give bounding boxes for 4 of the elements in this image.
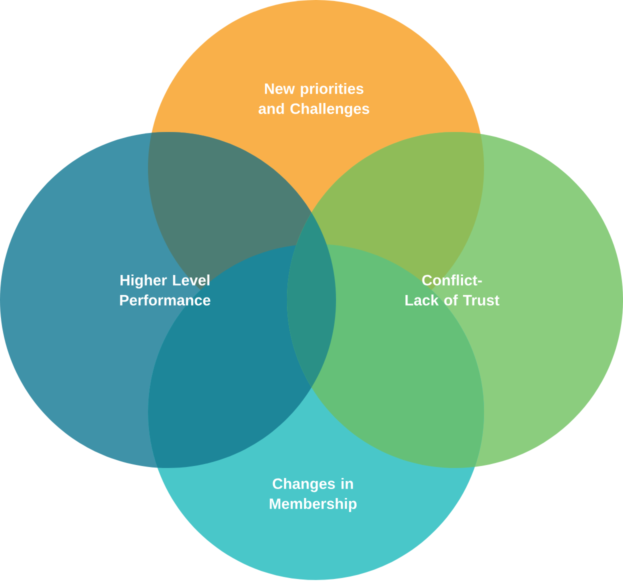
circle-label: New priorities and Challenges bbox=[258, 82, 370, 118]
circle-label: Higher Level Performance bbox=[120, 274, 210, 306]
circle-label: Changes in Membership bbox=[270, 478, 357, 512]
circle-label: Conflict- Lack of Trust bbox=[406, 274, 500, 306]
